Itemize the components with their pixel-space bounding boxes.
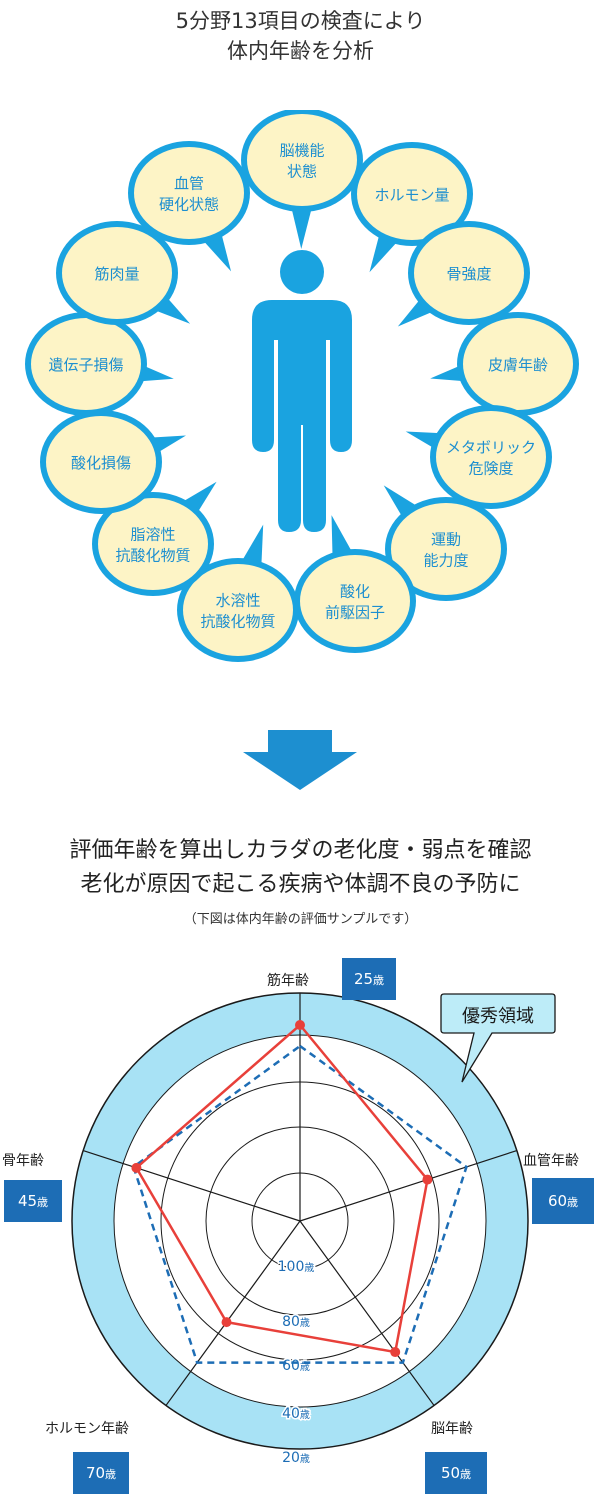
headline-line-2: 老化が原因で起こる疾病や体調不良の予防に bbox=[80, 872, 521, 897]
bubble-label: 抗酸化物質 bbox=[115, 547, 190, 565]
bubble-body bbox=[46, 416, 156, 508]
bubble-label: 前駆因子 bbox=[325, 604, 385, 622]
bubble-bone-strength: 骨強度 bbox=[397, 221, 530, 327]
scale-tick-label: 100歳 bbox=[278, 1259, 315, 1275]
bubble-label: 危険度 bbox=[468, 460, 513, 478]
bubble-oxidative-damage: 酸化損傷 bbox=[40, 410, 186, 514]
sample-data-point bbox=[390, 1347, 401, 1358]
sample-data-point bbox=[221, 1317, 232, 1328]
sample-data-point bbox=[295, 1020, 305, 1030]
bubble-label: 骨強度 bbox=[446, 265, 491, 283]
bubble-label: 酸化 bbox=[340, 583, 370, 601]
badge-muscle-age: 25歳 bbox=[342, 958, 396, 1000]
radar-axis-spoke bbox=[299, 1220, 435, 1406]
bubble-body bbox=[463, 318, 573, 410]
bubble-label: 硬化状態 bbox=[159, 196, 219, 214]
sample-note: （下図は体内年齢の評価サンプルです） bbox=[183, 912, 418, 927]
badge-hormone-age: 70歳 bbox=[73, 1452, 129, 1494]
sample-series-line bbox=[134, 1023, 429, 1354]
bubble-label: 状態 bbox=[287, 163, 317, 181]
scale-tick-label: 60歳 bbox=[282, 1358, 310, 1374]
down-arrow-icon bbox=[243, 730, 357, 790]
body-age-radar-chart: 100歳 80歳 60歳 40歳 20歳 優秀領域 bbox=[71, 992, 556, 1468]
scale-tick-label: 20歳 bbox=[282, 1450, 310, 1466]
badge-vessel-age: 60歳 bbox=[532, 1178, 594, 1224]
bubble-body bbox=[391, 503, 501, 595]
bubble-label: 運動 bbox=[431, 531, 461, 549]
bubble-body bbox=[357, 148, 467, 240]
sample-data-point bbox=[422, 1174, 433, 1185]
bubble-body bbox=[98, 498, 208, 590]
bubble-skin-age: 皮膚年齢 bbox=[430, 312, 579, 416]
callout-label: 優秀領域 bbox=[462, 1006, 534, 1027]
bubble-body bbox=[134, 147, 244, 239]
bubble-label: 血管 bbox=[174, 175, 204, 193]
scale-tick-label: 40歳 bbox=[282, 1406, 310, 1422]
axis-label-brain: 脳年齢 bbox=[431, 1421, 473, 1437]
radar-axis-spoke bbox=[299, 1149, 518, 1222]
axis-label-muscle: 筋年齢 bbox=[267, 973, 309, 989]
scale-tick-label: 80歳 bbox=[282, 1314, 310, 1330]
bubble-muscle-mass: 筋肉量 bbox=[56, 221, 191, 325]
bubble-body bbox=[414, 227, 524, 319]
bubble-label: 抗酸化物質 bbox=[200, 613, 275, 631]
bubble-label: 水溶性 bbox=[215, 592, 260, 610]
bubble-body bbox=[247, 114, 357, 206]
bubble-label: ホルモン量 bbox=[374, 186, 449, 204]
axis-label-hormone: ホルモン年齢 bbox=[45, 1421, 129, 1437]
bubble-label: 脳機能 bbox=[279, 142, 324, 160]
header-line-1: 5分野13項目の検査により bbox=[175, 9, 426, 33]
bubble-label: メタボリック bbox=[446, 439, 536, 457]
exam-items-diagram: 脳機能状態ホルモン量骨強度皮膚年齢メタボリック危険度運動能力度酸化前駆因子水溶性… bbox=[25, 110, 579, 662]
bubble-label: 酸化損傷 bbox=[71, 454, 131, 472]
human-figure-icon bbox=[252, 250, 352, 532]
bubble-body bbox=[300, 555, 410, 647]
bubble-label: 皮膚年齢 bbox=[488, 356, 548, 374]
sample-data-point bbox=[131, 1162, 142, 1173]
radar-axis-spoke bbox=[165, 1220, 301, 1406]
bubble-body bbox=[62, 227, 172, 319]
badge-bone-age: 45歳 bbox=[4, 1180, 62, 1222]
bubble-label: 遺伝子損傷 bbox=[48, 356, 123, 374]
axis-label-bone: 骨年齢 bbox=[2, 1153, 44, 1169]
header-line-2: 体内年齢を分析 bbox=[227, 39, 374, 63]
bubble-body bbox=[183, 564, 293, 656]
badge-brain-age: 50歳 bbox=[425, 1452, 487, 1494]
headline-line-1: 評価年齢を算出しカラダの老化度・弱点を確認 bbox=[69, 838, 532, 863]
bubble-hormone-level: ホルモン量 bbox=[351, 142, 473, 273]
radar-axis-spoke bbox=[82, 1149, 301, 1222]
axis-label-vessel: 血管年齢 bbox=[523, 1153, 579, 1169]
bubble-label: 能力度 bbox=[423, 552, 468, 570]
bubble-body bbox=[31, 318, 141, 410]
bubble-gene-damage: 遺伝子損傷 bbox=[25, 312, 174, 416]
bubble-label: 筋肉量 bbox=[94, 265, 139, 283]
bubble-label: 脂溶性 bbox=[130, 526, 175, 544]
bubble-body bbox=[436, 411, 546, 503]
excellent-zone-callout: 優秀領域 bbox=[440, 993, 556, 1083]
